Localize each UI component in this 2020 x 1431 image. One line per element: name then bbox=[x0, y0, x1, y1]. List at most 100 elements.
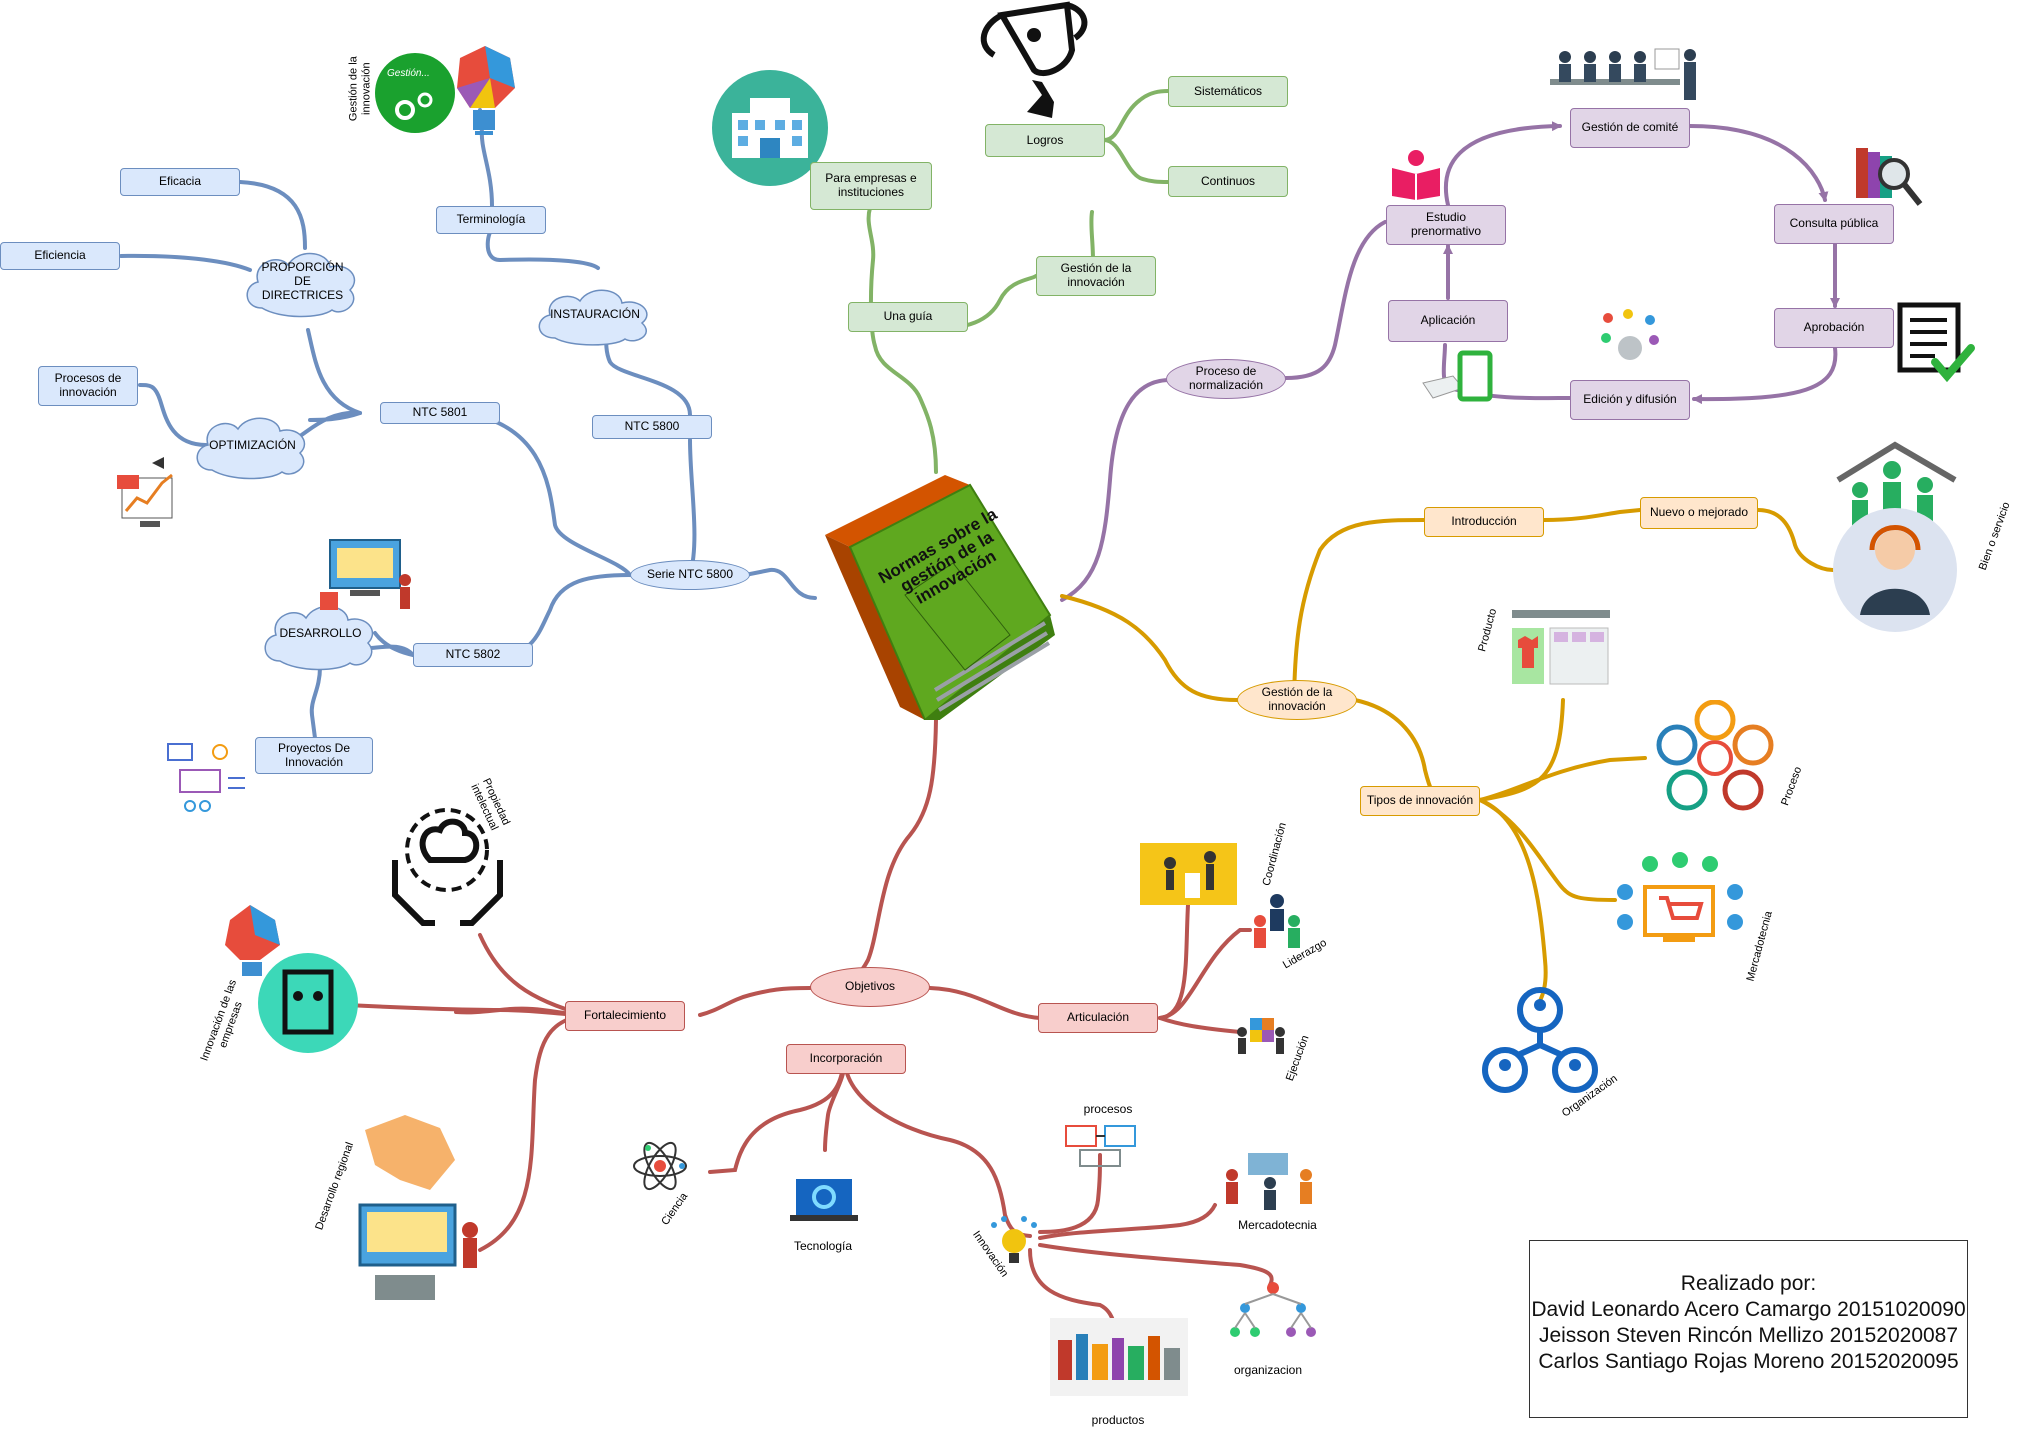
meeting-icon bbox=[1550, 48, 1696, 100]
science-illustration bbox=[630, 1138, 690, 1193]
product-icon bbox=[1512, 610, 1610, 685]
org-chart-icon bbox=[1230, 1282, 1316, 1337]
edicion-difusion-node[interactable]: Edición y difusión bbox=[1570, 380, 1690, 420]
leadership-illustration bbox=[1250, 893, 1305, 951]
book-icon bbox=[825, 475, 1055, 725]
brain-hands-icon bbox=[392, 808, 503, 926]
tecnologia-caption: Tecnología bbox=[793, 1239, 853, 1253]
objetivos-node[interactable]: Objetivos bbox=[810, 967, 930, 1007]
trophy-icon bbox=[980, 1, 1088, 118]
growth-chart-icon bbox=[117, 457, 173, 527]
nuevo-mejorado-node[interactable]: Nuevo o mejorado bbox=[1640, 497, 1758, 529]
instauracion-label: INSTAURACIÓN bbox=[550, 307, 640, 321]
workflow-icon bbox=[1065, 1125, 1136, 1167]
purple-branch-lines bbox=[1060, 121, 1840, 602]
lightbulb-brain-icon bbox=[375, 46, 515, 135]
product-store-illustration bbox=[1510, 608, 1612, 688]
intellectual-property-illustration bbox=[385, 805, 510, 930]
checklist-illustration bbox=[1895, 300, 1975, 385]
proceso-normalizacion-node[interactable]: Proceso de normalización bbox=[1166, 359, 1286, 399]
introduccion-node[interactable]: Introducción bbox=[1424, 507, 1544, 537]
red-branch-lines bbox=[348, 718, 1274, 1327]
gestion-icon-text: Gestión... bbox=[387, 68, 430, 79]
process-cycle-illustration bbox=[1655, 699, 1775, 815]
open-book-icon bbox=[1392, 150, 1440, 200]
marketing-team-icon bbox=[1226, 1153, 1312, 1210]
optimizacion-cloud[interactable]: OPTIMIZACIÓN bbox=[190, 410, 315, 482]
process-cycle-icon bbox=[1656, 699, 1774, 811]
building-illustration bbox=[710, 68, 830, 188]
technology-illustration bbox=[788, 1175, 860, 1225]
cloud-shape bbox=[538, 289, 648, 346]
execution-illustration bbox=[1236, 1012, 1286, 1056]
regional-development-illustration bbox=[345, 1110, 490, 1310]
mercadotecnia-red-caption: Mercadotecnia bbox=[1238, 1218, 1317, 1232]
brain-network-icon bbox=[1601, 309, 1659, 360]
terminologia-node[interactable]: Terminología bbox=[436, 206, 546, 234]
marketing-team-illustration bbox=[1220, 1145, 1320, 1213]
gestion-comite-node[interactable]: Gestión de comité bbox=[1570, 108, 1690, 148]
procesos-caption: procesos bbox=[1083, 1102, 1133, 1116]
procesos-innovacion-node[interactable]: Procesos de innovación bbox=[38, 366, 138, 406]
innovation-doodle-icon bbox=[167, 743, 245, 812]
aprobacion-node[interactable]: Aprobación bbox=[1774, 308, 1894, 348]
company-innovation-illustration bbox=[220, 900, 360, 1055]
organizacion-red-caption: organizacion bbox=[1233, 1363, 1303, 1377]
proporcion-label: PROPORCIÓN DE DIRECTRICES bbox=[261, 260, 344, 302]
processes-illustration bbox=[1060, 1118, 1143, 1173]
desarrollo-label: DESARROLLO bbox=[279, 626, 362, 640]
ntc-5800-node[interactable]: NTC 5800 bbox=[592, 415, 712, 439]
innovation-bulb-illustration bbox=[988, 1215, 1040, 1273]
logros-node[interactable]: Logros bbox=[985, 124, 1105, 157]
una-guia-node[interactable]: Una guía bbox=[848, 302, 968, 332]
cloud-shape bbox=[264, 605, 374, 671]
tipos-innovacion-node[interactable]: Tipos de innovación bbox=[1360, 786, 1480, 816]
search-icon bbox=[1856, 148, 1923, 206]
credits-box: Realizado por: David Leonardo Acero Cama… bbox=[1529, 1240, 1968, 1418]
continuos-node[interactable]: Continuos bbox=[1168, 166, 1288, 197]
laptop-gear-icon bbox=[790, 1179, 858, 1221]
regional-map-icon bbox=[358, 1115, 478, 1300]
checklist-icon bbox=[1897, 302, 1975, 383]
productos-caption: productos bbox=[1091, 1413, 1145, 1427]
serie-ntc-5800-node[interactable]: Serie NTC 5800 bbox=[630, 560, 750, 590]
puzzle-icon bbox=[1237, 1018, 1285, 1054]
desarrollo-cloud[interactable]: DESARROLLO bbox=[258, 598, 383, 673]
credits-title: Realizado por: bbox=[1680, 1272, 1817, 1295]
search-documents-illustration bbox=[1850, 138, 1925, 213]
consulta-publica-node[interactable]: Consulta pública bbox=[1774, 204, 1894, 244]
ntc-5802-node[interactable]: NTC 5802 bbox=[413, 643, 533, 667]
brain-network-illustration bbox=[1598, 308, 1662, 368]
tablet-icon bbox=[1422, 350, 1493, 402]
innovation-doodle-illustration bbox=[160, 738, 248, 818]
proporcion-cloud[interactable]: PROPORCIÓN DE DIRECTRICES bbox=[240, 245, 365, 320]
incorporacion-node[interactable]: Incorporación bbox=[786, 1044, 906, 1074]
tablet-book-illustration bbox=[1418, 348, 1498, 410]
sistematicos-node[interactable]: Sistemáticos bbox=[1168, 76, 1288, 107]
eficiencia-node[interactable]: Eficiencia bbox=[0, 242, 120, 270]
para-empresas-node[interactable]: Para empresas e instituciones bbox=[810, 162, 932, 210]
organization-icon bbox=[1482, 987, 1598, 1093]
atom-icon bbox=[633, 1141, 687, 1191]
articulacion-node[interactable]: Articulación bbox=[1038, 1003, 1158, 1033]
ecommerce-illustration bbox=[1605, 852, 1755, 946]
trophy-illustration bbox=[972, 0, 1092, 120]
coordination-illustration bbox=[1140, 843, 1237, 905]
proyectos-innovacion-node[interactable]: Proyectos De Innovación bbox=[255, 737, 373, 774]
estudio-prenormativo-node[interactable]: Estudio prenormativo bbox=[1386, 205, 1506, 245]
book-bulb-illustration bbox=[1388, 148, 1444, 200]
aplicacion-node[interactable]: Aplicación bbox=[1388, 300, 1508, 342]
central-topic-book[interactable]: Normas sobre la gestión de la innovación bbox=[805, 475, 1065, 725]
ntc-5801-node[interactable]: NTC 5801 bbox=[380, 402, 500, 424]
shopping-cart-icon bbox=[1617, 852, 1743, 942]
instauracion-cloud[interactable]: INSTAURACIÓN bbox=[530, 283, 660, 348]
gestion-innovacion-green-node[interactable]: Gestión de la innovación bbox=[1036, 256, 1156, 296]
gestion-innovacion-orange-node[interactable]: Gestión de la innovación bbox=[1237, 680, 1357, 720]
fortalecimiento-node[interactable]: Fortalecimiento bbox=[565, 1001, 685, 1031]
products-icon bbox=[1050, 1318, 1188, 1396]
gestion-innovacion-caption: Gestión de la innovación bbox=[347, 56, 372, 122]
building-icon bbox=[712, 70, 828, 186]
eficacia-node[interactable]: Eficacia bbox=[120, 168, 240, 196]
